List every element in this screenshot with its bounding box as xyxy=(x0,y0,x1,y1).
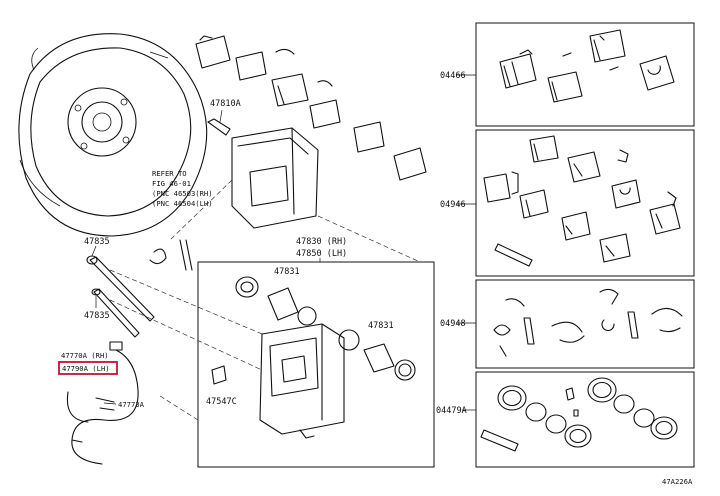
caliper-body xyxy=(259,323,345,439)
part-label-47830-rh: 47830 (RH) xyxy=(296,237,347,247)
highlighted-part-box[interactable] xyxy=(58,361,118,375)
piston-seal-parts xyxy=(235,276,416,381)
bolt-47810a xyxy=(207,118,231,136)
kit-box-04946[interactable] xyxy=(456,129,695,277)
part-label-47850-lh: 47850 (LH) xyxy=(296,249,347,259)
part-label-47790a-lh: 47790A (LH) xyxy=(62,364,110,373)
part-label-04946: 04946 xyxy=(440,200,466,210)
seal-kit-shapes xyxy=(480,377,678,452)
clip-spring-shapes xyxy=(493,288,683,357)
part-label-47810a: 47810A xyxy=(210,99,241,109)
slide-pin-upper xyxy=(86,255,155,322)
kit-box-04466[interactable] xyxy=(456,22,695,127)
slide-pin-lower xyxy=(91,288,140,338)
bleeder-valve-47547c xyxy=(211,365,227,385)
part-label-04948: 04948 xyxy=(440,319,466,329)
part-label-47835-upper: 47835 xyxy=(84,237,110,247)
refer-to-text: REFER TO xyxy=(152,169,187,178)
refer-pnc-lh-text: (PNC 46504(LH) xyxy=(152,199,213,208)
kit-box-04479a[interactable] xyxy=(462,371,695,468)
part-label-47831-upper: 47831 xyxy=(274,267,300,277)
part-label-47831-lower: 47831 xyxy=(368,321,394,331)
part-label-47547c: 47547C xyxy=(206,397,237,407)
pad-shim-shapes xyxy=(483,135,681,267)
part-label-04479a: 04479A xyxy=(436,406,467,416)
dust-shield-plate xyxy=(18,33,208,237)
part-label-04466: 04466 xyxy=(440,71,466,81)
assembly-guide-lines xyxy=(109,179,421,421)
caliper-assembly-box[interactable] xyxy=(197,261,435,468)
kit-box-04948[interactable] xyxy=(456,279,695,369)
caliper-bracket xyxy=(231,127,319,229)
part-label-47835-lower: 47835 xyxy=(84,311,110,321)
part-label-47773a: 47773A xyxy=(118,400,145,409)
part-label-47770a-rh: 47770A (RH) xyxy=(61,351,109,360)
refer-fig-text: FIG 46-01 xyxy=(152,179,191,188)
brake-pad-shapes xyxy=(499,29,675,103)
wear-sensor-wire xyxy=(66,341,139,465)
refer-pnc-rh-text: (PNC 46503(RH) xyxy=(152,189,213,198)
figure-reference-code: 47A226A xyxy=(662,477,693,486)
retaining-clip xyxy=(149,239,193,271)
exploded-pads-and-shims xyxy=(195,35,427,181)
